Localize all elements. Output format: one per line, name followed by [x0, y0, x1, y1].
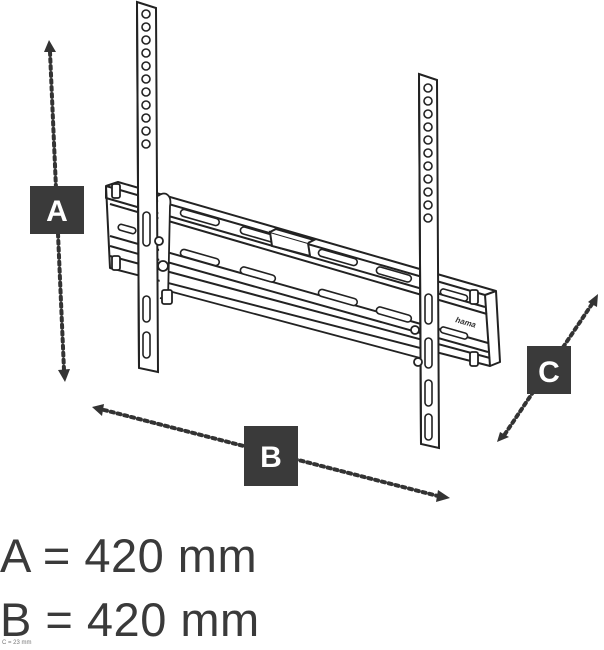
plate-slots [117, 208, 469, 340]
right-bracket [417, 72, 441, 450]
label-a: A [30, 186, 84, 234]
dimension-c-text: C = 23 mm [2, 640, 32, 646]
svg-text:A: A [46, 195, 68, 228]
left-hook [154, 192, 173, 305]
safety-cord [164, 289, 421, 359]
svg-text:C: C [538, 356, 560, 389]
dimension-a-text: A = 420 mm [0, 529, 258, 582]
svg-text:B: B [260, 441, 282, 474]
label-b: B [244, 426, 298, 486]
center-lock [268, 227, 317, 258]
wall-mount-diagram: hama [30, 0, 598, 502]
dimension-b-text: B = 420 mm [0, 593, 260, 646]
right-hook [410, 325, 423, 367]
plate-clips [111, 183, 479, 367]
right-bracket-holes [423, 83, 433, 441]
label-c: C [527, 346, 571, 394]
wall-plate [105, 181, 501, 367]
left-bracket-holes [141, 9, 151, 359]
